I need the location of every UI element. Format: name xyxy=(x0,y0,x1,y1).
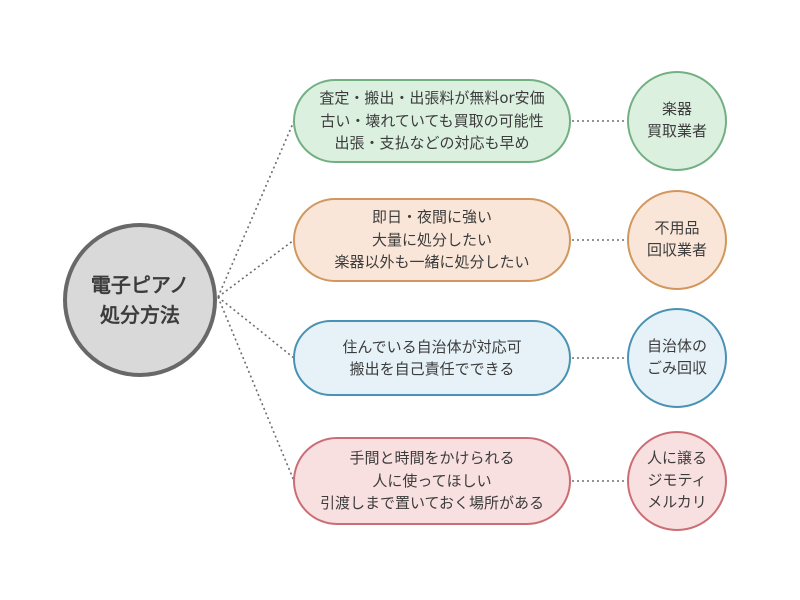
branch-circle-gakki-kaitori: 楽器 買取業者 xyxy=(627,71,727,171)
box-line: 古い・壊れていても買取の可能性 xyxy=(320,111,544,130)
box-line: 大量に処分したい xyxy=(371,230,492,249)
branch-box-gakki-kaitori: 査定・搬出・出張料が無料or安価 古い・壊れていても買取の可能性 出張・支払など… xyxy=(293,79,571,163)
branch-circle-fuyouhin-kaishu: 不用品 回収業者 xyxy=(627,190,727,290)
box-line: 引渡しまで置いておく場所がある xyxy=(319,494,545,513)
connector-line-center-box2 xyxy=(217,239,295,298)
circle-line: 自治体の xyxy=(646,337,707,356)
center-node-label-line: 処分方法 xyxy=(100,303,180,327)
box-line: 即日・夜間に強い xyxy=(371,208,492,227)
center-node-label-line: 電子ピアノ xyxy=(90,273,190,297)
box-line: 搬出を自己責任でできる xyxy=(349,360,515,378)
circle-line: メルカリ xyxy=(647,492,707,511)
box-line: 住んでいる自治体が対応可 xyxy=(342,337,522,356)
box-line: 人に使ってほしい xyxy=(372,471,492,490)
circle-line: ジモティ xyxy=(647,471,707,490)
branch-circle-hito-ni-yuzuru: 人に譲る ジモティ メルカリ xyxy=(627,431,727,531)
box-line: 楽器以外も一緒に処分したい xyxy=(334,253,530,272)
box-line: 査定・搬出・出張料が無料or安価 xyxy=(319,89,545,108)
circle-line: 人に譲る xyxy=(646,449,707,468)
center-node: 電子ピアノ 処分方法 xyxy=(63,223,217,377)
connector-line-center-box3 xyxy=(217,296,295,359)
branch-box-hito-ni-yuzuru: 手間と時間をかけられる 人に使ってほしい 引渡しまで置いておく場所がある xyxy=(293,437,571,525)
connector-line-center-box4 xyxy=(217,296,295,482)
circle-line: ごみ回収 xyxy=(646,359,707,377)
circle-line: 不用品 xyxy=(654,219,700,238)
circle-line: 回収業者 xyxy=(646,241,707,259)
branch-box-jichitai-gomi: 住んでいる自治体が対応可 搬出を自己責任でできる xyxy=(293,320,571,396)
circle-line: 買取業者 xyxy=(646,122,707,140)
box-line: 手間と時間をかけられる xyxy=(349,449,515,468)
connector-line-center-box1 xyxy=(217,120,295,298)
circle-line: 楽器 xyxy=(661,100,692,119)
branch-circle-jichitai-gomi: 自治体の ごみ回収 xyxy=(627,308,727,408)
box-line: 出張・支払などの対応も早め xyxy=(334,134,530,153)
branch-box-fuyouhin-kaishu: 即日・夜間に強い 大量に処分したい 楽器以外も一緒に処分したい xyxy=(293,198,571,282)
